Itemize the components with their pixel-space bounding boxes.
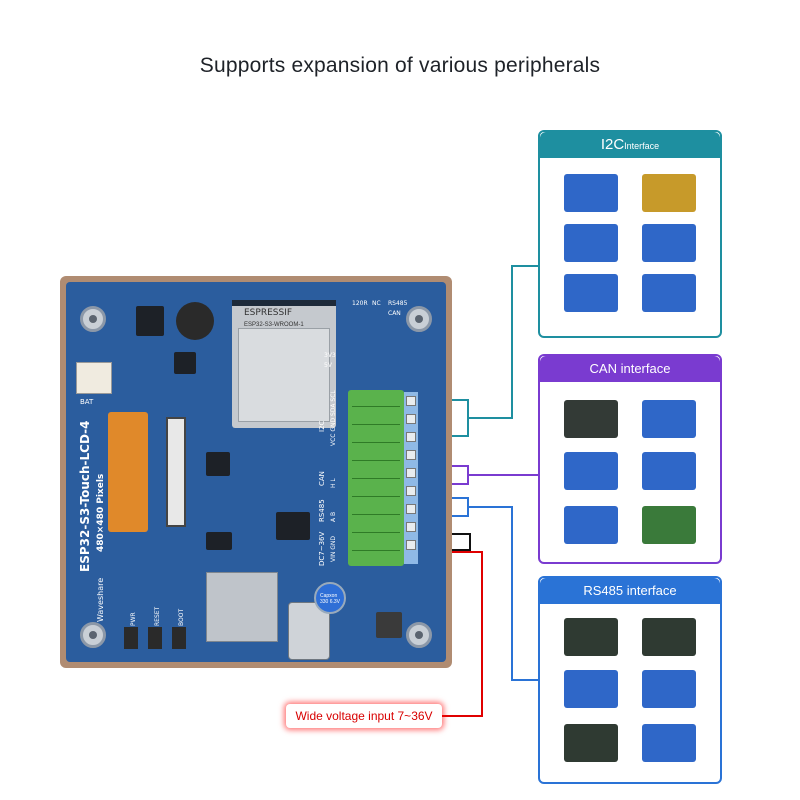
can-module-image <box>564 400 618 438</box>
i2c-pins-label: VCC GND SDA SCL <box>330 390 337 446</box>
rs485-module-image <box>642 618 696 656</box>
rs485-module-image <box>564 618 618 656</box>
can-label: CAN <box>318 471 326 486</box>
inductor-round <box>176 302 214 340</box>
rs485-module-image <box>564 670 618 708</box>
module-brand: ESPRESSIF <box>244 308 293 318</box>
rs485-module-image <box>642 724 696 762</box>
mount-hole-icon <box>406 306 432 332</box>
i2c-module-image <box>564 224 618 262</box>
mount-hole-icon <box>80 622 106 648</box>
pwr-button[interactable] <box>124 627 138 649</box>
dc-label: DC7~36V <box>318 531 326 566</box>
battery-connector <box>76 362 112 394</box>
rs485-module-image <box>642 670 696 708</box>
i2c-label: I2C <box>318 420 326 432</box>
i2c-module-image <box>642 274 696 312</box>
fpc-connector <box>166 417 186 527</box>
module-model: ESP32-S3-WROOM-1 <box>244 322 304 328</box>
antenna <box>232 300 336 306</box>
rs485-label: RS485 <box>318 499 326 522</box>
fpc-cable <box>108 412 148 532</box>
screw-terminal <box>348 390 404 566</box>
nc-label: NC <box>372 300 381 307</box>
mount-hole-icon <box>80 306 106 332</box>
i2c-title: I2C <box>600 136 625 153</box>
capacitor: Capxon 330 6.3V <box>314 582 346 614</box>
resolution-label: 480×480 Pixels <box>96 473 106 552</box>
i2c-module-image <box>564 174 618 212</box>
rs485-link-line <box>468 506 538 681</box>
rs485-panel: RS485 interface <box>538 576 722 784</box>
r120-label: 120R <box>352 300 368 307</box>
reset-label: RESET <box>154 606 161 626</box>
boot-label: BOOT <box>178 608 185 626</box>
terminal-pins <box>404 392 418 564</box>
rs485-switch-label: RS485 <box>388 300 408 307</box>
can-module-image <box>564 506 618 544</box>
module-shield <box>238 328 330 422</box>
product-name: ESP32-S3-Touch-LCD-4 <box>78 420 92 572</box>
can-module-image <box>642 506 696 544</box>
ic-chip <box>206 532 232 550</box>
ic-chip <box>174 352 196 374</box>
inductor <box>136 306 164 336</box>
pwr-label: PWR <box>130 612 137 626</box>
i2c-module-image <box>564 274 618 312</box>
can-module-image <box>642 452 696 490</box>
ic-chip <box>206 452 230 476</box>
rs485-module-image <box>564 724 618 762</box>
can-switch-label: CAN <box>388 310 401 317</box>
reset-button[interactable] <box>148 627 162 649</box>
i2c-panel: I2CInterface <box>538 130 722 338</box>
power-input-label: Wide voltage input 7~36V <box>286 704 442 728</box>
i2c-module-image <box>642 174 696 212</box>
i2c-module-image <box>642 224 696 262</box>
i2c-subtitle: Interface <box>624 141 660 151</box>
v5-label: 5V <box>324 362 332 369</box>
i2c-panel-header: I2CInterface <box>540 132 720 158</box>
can-panel-header: CAN interface <box>540 356 720 382</box>
ic-chip <box>276 512 310 540</box>
can-panel: CAN interface <box>538 354 722 564</box>
sd-card-slot <box>206 572 278 642</box>
esp32-module: ESPRESSIF ESP32-S3-WROOM-1 <box>232 300 336 428</box>
i2c-link-line <box>468 265 538 419</box>
boot-button[interactable] <box>172 627 186 649</box>
pcb-board: ESPRESSIF ESP32-S3-WROOM-1 BAT ESP32-S3-… <box>66 282 446 662</box>
inductor <box>376 612 402 638</box>
v33-label: 3V3 <box>324 352 336 359</box>
rs485-pins-label: A B <box>330 511 337 522</box>
can-module-image <box>564 452 618 490</box>
rs485-panel-header: RS485 interface <box>540 578 720 604</box>
can-module-image <box>642 400 696 438</box>
maker-label: Waveshare <box>96 577 105 622</box>
can-pins-label: H L <box>330 478 337 488</box>
power-pins-label: VIN GND <box>330 535 337 562</box>
mount-hole-icon <box>406 622 432 648</box>
bat-label: BAT <box>80 398 94 406</box>
page-title: Supports expansion of various peripheral… <box>199 54 601 77</box>
